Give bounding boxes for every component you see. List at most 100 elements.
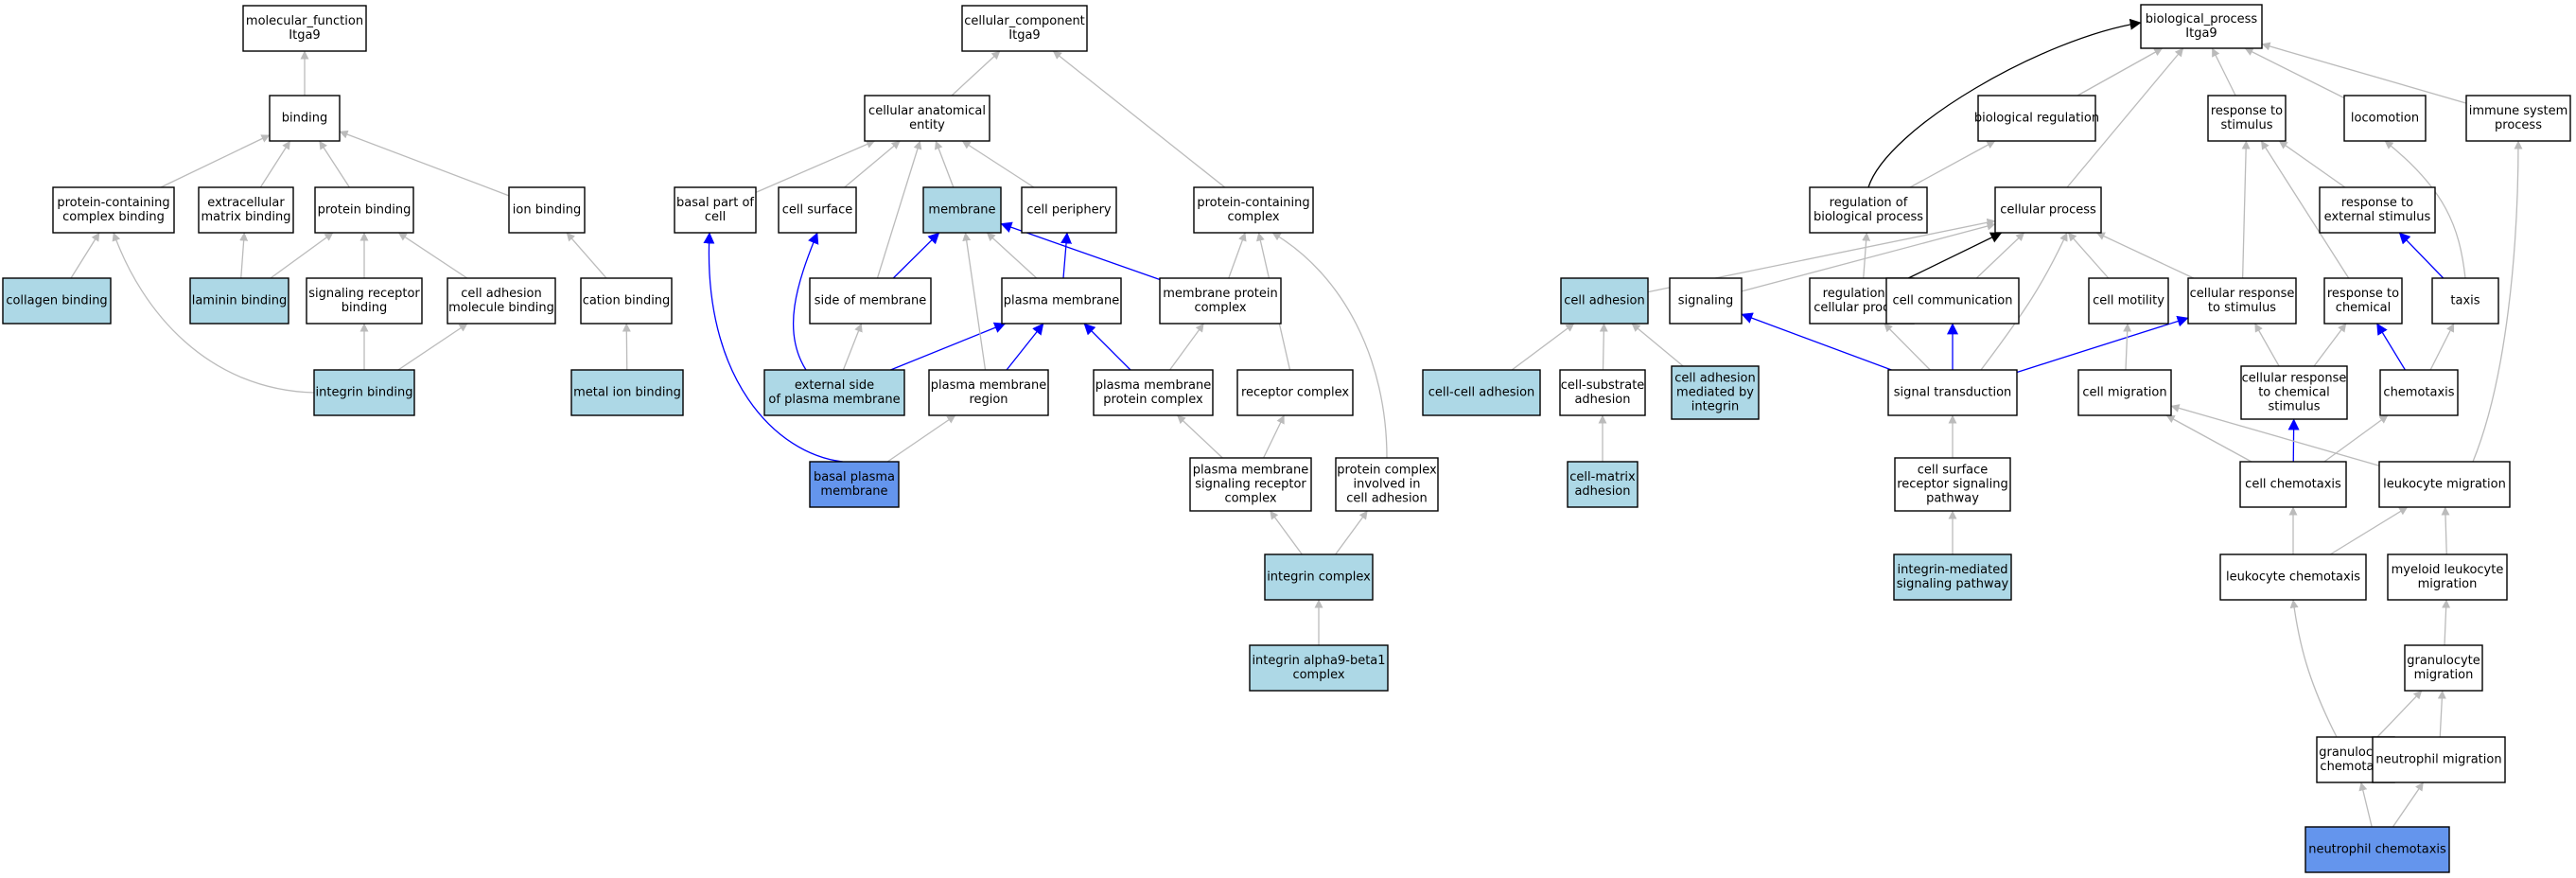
go-term-node-binding[interactable]: binding bbox=[269, 95, 341, 142]
term-box bbox=[1560, 277, 1649, 325]
go-term-node-catb[interactable]: cation binding bbox=[580, 277, 673, 325]
term-label-line: complex binding bbox=[62, 210, 165, 224]
go-term-node-collb[interactable]: collagen binding bbox=[2, 277, 112, 325]
go-term-node-ionb[interactable]: ion binding bbox=[508, 186, 586, 234]
go-term-node-mib[interactable]: metal ion binding bbox=[570, 369, 684, 416]
edge-is_a-espm-to-som bbox=[842, 323, 863, 371]
term-label-line: neutrophil chemotaxis bbox=[2308, 843, 2446, 857]
edge-is_a-rts-to-bp bbox=[2211, 47, 2236, 97]
go-term-node-sig[interactable]: signaling bbox=[1669, 277, 1743, 325]
go-term-node-protb[interactable]: protein binding bbox=[314, 186, 414, 234]
term-box bbox=[306, 277, 423, 325]
edge-is_a-rbp-to-breg bbox=[1909, 140, 1996, 188]
term-label-line: protein binding bbox=[318, 203, 412, 218]
term-box bbox=[2431, 277, 2499, 325]
go-term-node-ccadh[interactable]: cell-cell adhesion bbox=[1422, 369, 1541, 416]
go-term-node-breg[interactable]: biological regulation bbox=[1974, 95, 2099, 142]
go-term-node-loco[interactable]: locomotion bbox=[2343, 95, 2427, 142]
go-term-node-lmig[interactable]: leukocyte migration bbox=[2378, 461, 2511, 508]
term-box bbox=[2323, 277, 2403, 325]
edge-is_a-pcica-to-pcc bbox=[1271, 232, 1388, 459]
go-term-node-cper[interactable]: cell periphery bbox=[1021, 186, 1117, 234]
go-term-node-cmot[interactable]: cell motility bbox=[2088, 277, 2169, 325]
go-term-node-nchemo[interactable]: neutrophil chemotaxis bbox=[2304, 826, 2450, 873]
go-term-node-pm[interactable]: plasma membrane bbox=[1001, 277, 1122, 325]
go-term-node-memb[interactable]: membrane bbox=[922, 186, 1002, 234]
go-term-node-intb[interactable]: integrin binding bbox=[313, 369, 415, 416]
edge-is_a-lamb-to-ecmb bbox=[239, 232, 249, 279]
term-label-line: stimulus bbox=[2220, 118, 2272, 132]
go-term-node-chemo[interactable]: chemotaxis bbox=[2379, 369, 2459, 416]
go-term-node-lchemo[interactable]: leukocyte chemotaxis bbox=[2219, 553, 2367, 601]
term-label-line: cell-matrix bbox=[1569, 470, 1636, 484]
go-term-node-lamb[interactable]: laminin binding bbox=[189, 277, 289, 325]
go-term-node-recc[interactable]: receptor complex bbox=[1236, 369, 1354, 416]
go-term-node-cmig[interactable]: cell migration bbox=[2077, 369, 2172, 416]
term-box bbox=[2404, 644, 2483, 692]
go-term-node-cadh[interactable]: cell adhesion bbox=[1560, 277, 1649, 325]
go-term-node-st[interactable]: signal transduction bbox=[1887, 369, 2018, 416]
edge-part_of-bpm-to-bpoc bbox=[703, 232, 843, 463]
term-label-line: leukocyte chemotaxis bbox=[2226, 571, 2360, 585]
term-label-line: regulation of bbox=[1823, 287, 1901, 301]
go-term-node-intc[interactable]: integrin complex bbox=[1264, 553, 1374, 601]
term-box bbox=[2207, 95, 2287, 142]
term-label-line: protein-containing bbox=[1197, 196, 1309, 210]
edge-part_of-espm-to-pm bbox=[890, 322, 1007, 371]
edge-is_a-ecmb-to-binding bbox=[259, 140, 291, 188]
edge-is_a-sig-to-cp bbox=[1741, 221, 1996, 292]
go-term-node-som[interactable]: side of membrane bbox=[809, 277, 932, 325]
edge-is_a-bpm-to-pmr bbox=[886, 414, 956, 463]
term-box bbox=[1893, 553, 2012, 601]
term-label-line: extracellular bbox=[207, 196, 285, 210]
go-term-node-ccom[interactable]: cell communication bbox=[1885, 277, 2020, 325]
term-box bbox=[1264, 553, 1374, 601]
term-box bbox=[1189, 457, 1312, 512]
go-term-node-csurf[interactable]: cell surface bbox=[778, 186, 857, 234]
term-label-line: plasma membrane bbox=[1193, 464, 1309, 478]
go-term-node-nmig[interactable]: neutrophil migration bbox=[2372, 736, 2506, 783]
term-label-line: adhesion bbox=[1574, 484, 1630, 499]
go-term-node-cchemo[interactable]: cell chemotaxis bbox=[2239, 461, 2347, 508]
go-term-node-taxis[interactable]: taxis bbox=[2431, 277, 2499, 325]
term-box bbox=[1021, 186, 1117, 234]
term-label-line: basal plasma bbox=[814, 470, 895, 484]
term-label-line: molecular_function bbox=[246, 14, 363, 28]
go-term-node-cp[interactable]: cellular process bbox=[1994, 186, 2102, 234]
term-label-line: cell bbox=[705, 210, 726, 224]
term-box bbox=[1559, 369, 1646, 416]
